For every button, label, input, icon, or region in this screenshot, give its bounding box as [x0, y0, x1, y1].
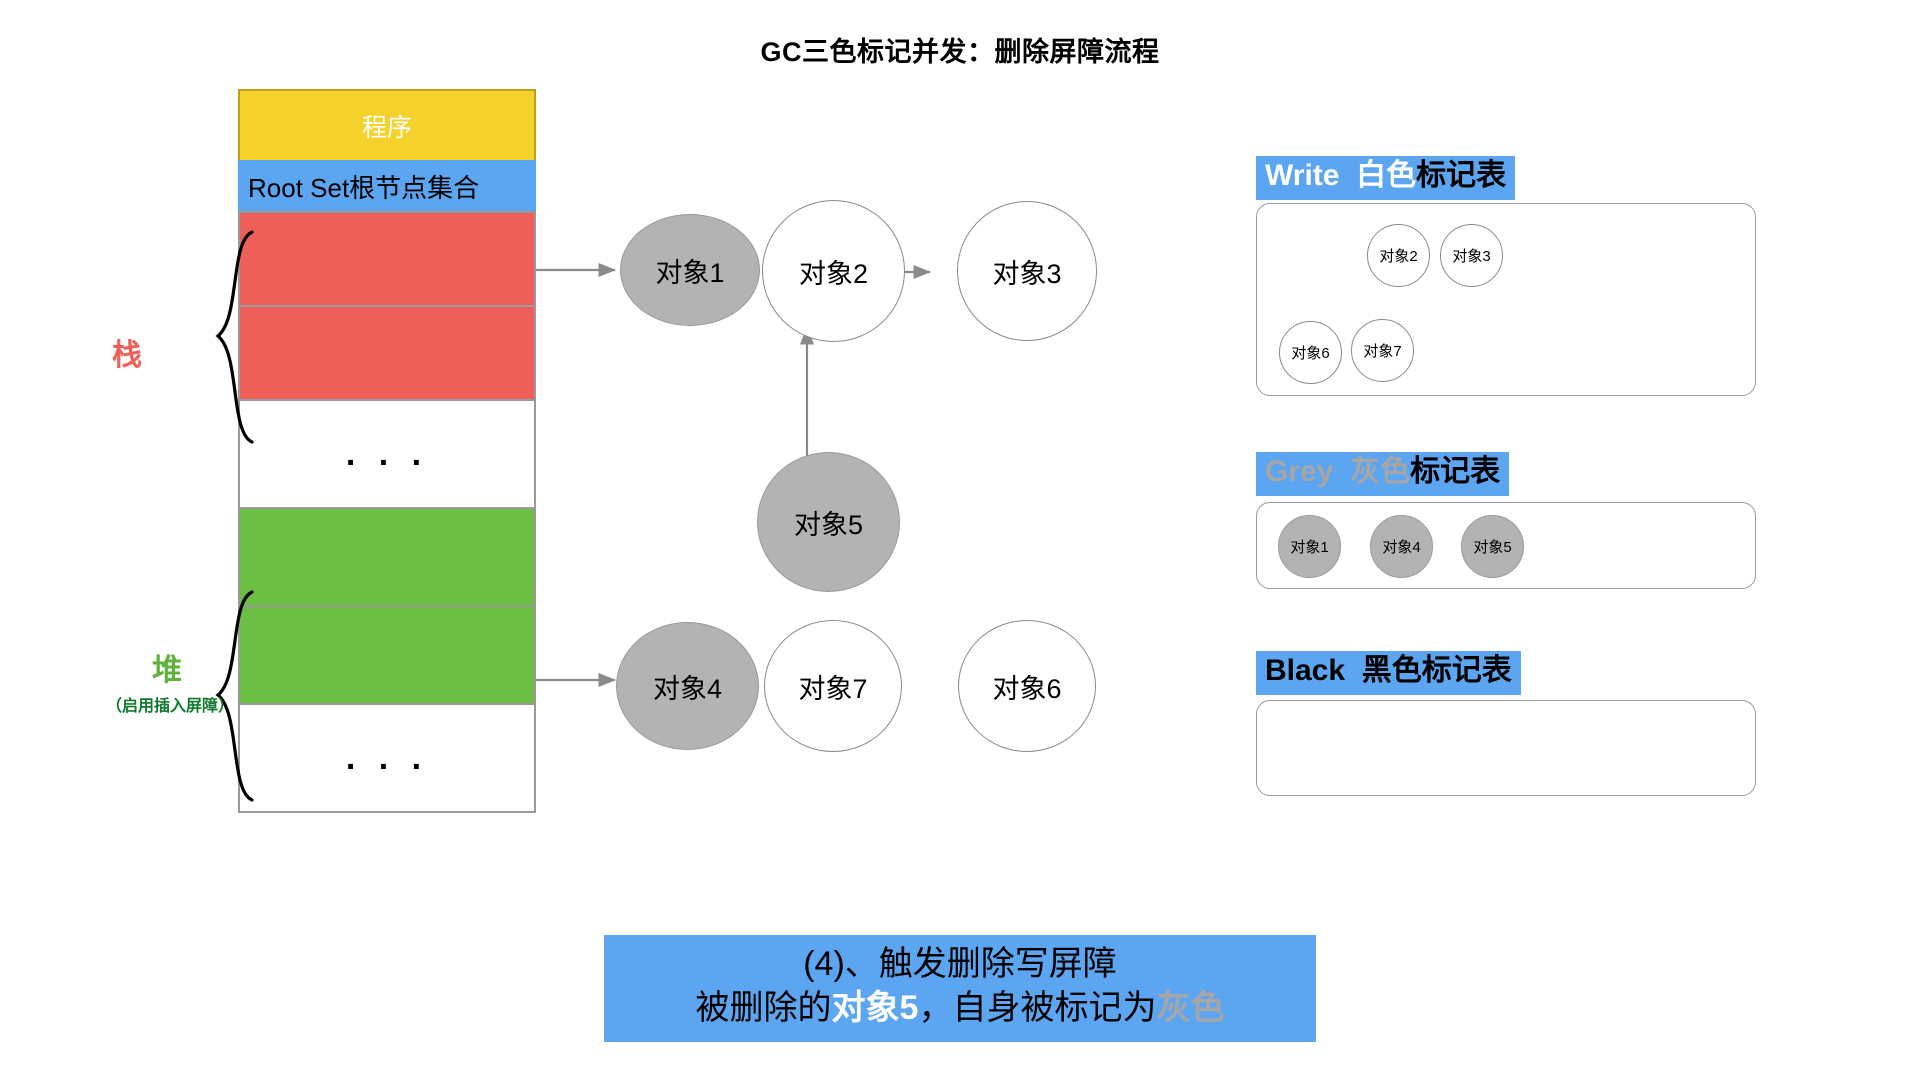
grey-table-title-cn: 灰色 — [1350, 455, 1411, 488]
caption-line-2: 被删除的对象5，自身被标记为灰色 — [604, 987, 1316, 1031]
chip-label: 对象5 — [1473, 539, 1512, 556]
black-table-title-rest: 标记表 — [1421, 654, 1512, 687]
memory-cell-root-set: Root Set根节点集合 — [238, 160, 536, 213]
caption-highlight-color: 灰色 — [1156, 988, 1225, 1027]
black-table-title-cn: 黑色 — [1361, 654, 1422, 687]
white-table-chip-obj6[interactable]: 对象6 — [1279, 321, 1342, 384]
black-table-title: Black 黑色标记表 — [1256, 651, 1521, 695]
white-table-chip-obj3[interactable]: 对象3 — [1440, 224, 1503, 287]
white-table-title-en: Write — [1265, 159, 1340, 192]
memory-cell-heap-ellipsis: . . . — [238, 703, 536, 813]
white-table-title-cn: 白色 — [1356, 159, 1417, 192]
memory-cell-stack-slot-1 — [238, 211, 536, 307]
black-table-box — [1256, 700, 1756, 796]
ellipsis-label: . . . — [345, 739, 429, 777]
memory-cell-stack-ellipsis: . . . — [238, 399, 536, 509]
node-obj2[interactable]: 对象2 — [762, 200, 905, 342]
heap-sublabel: （启用插入屏障） — [105, 698, 234, 715]
grey-table-title-rest: 标记表 — [1410, 455, 1501, 488]
node-obj4-label: 对象4 — [652, 673, 723, 704]
node-obj3[interactable]: 对象3 — [957, 201, 1097, 341]
caption-highlight-object: 对象5 — [831, 988, 919, 1027]
grey-table-chip-obj4[interactable]: 对象4 — [1370, 515, 1433, 578]
node-obj5[interactable]: 对象5 — [757, 452, 900, 592]
white-table-chip-obj7[interactable]: 对象7 — [1351, 319, 1414, 382]
chip-label: 对象6 — [1291, 345, 1330, 362]
memory-cell-program: 程序 — [238, 89, 536, 162]
chip-label: 对象4 — [1382, 539, 1421, 556]
caption-line-1: (4)、触发删除写屏障 — [803, 945, 1117, 983]
grey-table-chip-obj1[interactable]: 对象1 — [1278, 515, 1341, 578]
grey-table-box: 对象1 对象4 对象5 — [1256, 502, 1756, 589]
caption-line2-part-a: 被删除的 — [695, 988, 832, 1027]
caption-line2-part-b: ，自身被标记为 — [918, 988, 1157, 1027]
memory-cell-heap-slot-1 — [238, 507, 536, 607]
chip-label: 对象3 — [1452, 248, 1491, 265]
white-table-chip-obj2[interactable]: 对象2 — [1367, 224, 1430, 287]
node-obj4[interactable]: 对象4 — [616, 622, 759, 750]
memory-cell-root-set-label: Root Set根节点集合 — [248, 173, 480, 203]
white-table-title: Write 白色标记表 — [1256, 156, 1516, 200]
memory-column: 程序 Root Set根节点集合 . . . . . . — [238, 89, 536, 813]
memory-cell-program-label: 程序 — [361, 113, 412, 142]
node-obj2-label: 对象2 — [798, 258, 869, 289]
caption-banner: (4)、触发删除写屏障 被删除的对象5，自身被标记为灰色 — [604, 935, 1316, 1043]
node-obj1-label: 对象1 — [655, 257, 725, 288]
heap-brace-icon — [215, 590, 254, 802]
node-obj1[interactable]: 对象1 — [620, 214, 760, 326]
grey-table-title-en: Grey — [1265, 455, 1334, 488]
grey-table-chip-obj5[interactable]: 对象5 — [1461, 515, 1524, 578]
ellipsis-label: . . . — [345, 435, 429, 473]
stack-label: 栈 — [112, 339, 142, 372]
node-obj6[interactable]: 对象6 — [958, 620, 1096, 752]
white-table-box: 对象2 对象3 对象6 对象7 — [1256, 203, 1756, 396]
black-table-title-en: Black — [1265, 654, 1346, 687]
grey-table-title: Grey 灰色标记表 — [1256, 452, 1510, 496]
node-obj6-label: 对象6 — [992, 673, 1062, 704]
memory-cell-stack-slot-2 — [238, 305, 536, 401]
chip-label: 对象2 — [1379, 248, 1418, 265]
stack-brace-icon — [215, 230, 254, 444]
heap-label: 堆 — [152, 654, 182, 687]
node-obj7-label: 对象7 — [798, 673, 868, 704]
white-table-title-rest: 标记表 — [1416, 159, 1507, 192]
chip-label: 对象1 — [1290, 539, 1329, 556]
node-obj3-label: 对象3 — [992, 258, 1062, 289]
page-title: GC三色标记并发：删除屏障流程 — [760, 37, 1160, 67]
memory-cell-heap-slot-2 — [238, 605, 536, 705]
chip-label: 对象7 — [1363, 343, 1402, 360]
node-obj5-label: 对象5 — [793, 509, 864, 540]
node-obj7[interactable]: 对象7 — [764, 620, 902, 752]
